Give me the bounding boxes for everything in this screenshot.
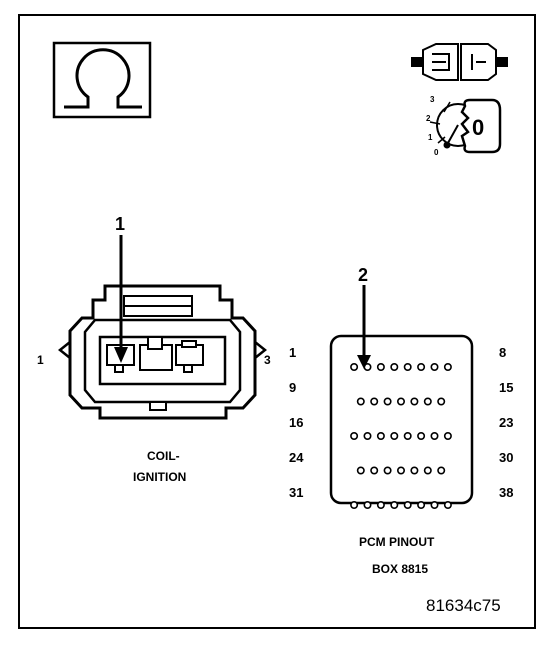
coil-caption-line2: IGNITION <box>133 470 187 484</box>
pcm-pin-hole <box>396 466 405 475</box>
pcm-pin-hole <box>403 431 412 440</box>
pcm-pin-hole <box>410 466 419 475</box>
pcm-pin-hole <box>356 466 365 475</box>
pcm-pin-hole <box>383 397 392 406</box>
pcm-pin-hole <box>423 397 432 406</box>
pcm-pin-hole <box>370 397 379 406</box>
pcm-right-pin-8: 8 <box>499 345 507 360</box>
coil-pin-3-label: 3 <box>264 353 271 367</box>
pcm-pin-hole <box>443 362 452 371</box>
pcm-pin-hole <box>403 500 412 509</box>
pcm-pin-hole <box>383 466 392 475</box>
pcm-pin-hole <box>350 500 359 509</box>
coil-pin-1-label: 1 <box>37 353 44 367</box>
callout-1-label: 1 <box>115 214 126 234</box>
pcm-left-pin-9: 9 <box>289 380 297 395</box>
pcm-pin-hole <box>350 431 359 440</box>
pcm-pin-hole <box>417 500 426 509</box>
pcm-pin-hole <box>390 500 399 509</box>
pcm-pin-hole <box>437 397 446 406</box>
callout-1-arrow <box>114 235 128 363</box>
pcm-pin-hole <box>410 397 419 406</box>
pcm-pin-hole <box>403 362 412 371</box>
pcm-caption-line1: PCM PINOUT <box>359 535 435 549</box>
pcm-pin-hole <box>430 362 439 371</box>
callout-2-arrow <box>357 285 371 369</box>
pcm-pin-hole <box>437 466 446 475</box>
key-position-0: 0 <box>434 148 439 157</box>
figure-frame <box>18 14 536 629</box>
pcm-left-pin-24: 24 <box>289 450 304 465</box>
pcm-pin-hole <box>430 431 439 440</box>
pcm-left-pin-31: 31 <box>289 485 304 500</box>
pcm-right-pin-30: 30 <box>499 450 514 465</box>
pcm-pin-hole <box>417 431 426 440</box>
key-position-3: 3 <box>430 95 435 104</box>
pcm-pin-hole <box>396 397 405 406</box>
connector-plug-icon <box>411 43 508 81</box>
pcm-pin-hole <box>356 397 365 406</box>
pcm-right-pin-23: 23 <box>499 415 514 430</box>
pcm-pin-hole <box>376 362 385 371</box>
pcm-pin-hole <box>370 466 379 475</box>
pcm-pin-hole <box>350 362 359 371</box>
callout-2-label: 2 <box>358 265 369 285</box>
pcm-pin-hole <box>430 500 439 509</box>
pcm-pin-hole <box>390 431 399 440</box>
pcm-pin-hole <box>376 431 385 440</box>
pcm-pin-hole <box>363 500 372 509</box>
pcm-pinout-box <box>329 334 474 509</box>
coil-caption-line1: COIL- <box>147 449 180 463</box>
pcm-pin-hole <box>417 362 426 371</box>
key-label: 0 <box>472 115 485 140</box>
pcm-pin-hole <box>443 431 452 440</box>
pcm-pin-hole <box>390 362 399 371</box>
pcm-right-pin-38: 38 <box>499 485 514 500</box>
pcm-left-pin-16: 16 <box>289 415 304 430</box>
pcm-right-pin-15: 15 <box>499 380 514 395</box>
pcm-caption-line2: BOX 8815 <box>372 562 429 576</box>
ignition-key-switch-icon <box>429 98 502 154</box>
key-position-1: 1 <box>428 133 433 142</box>
pcm-pin-hole <box>423 466 432 475</box>
coil-ignition-connector <box>57 284 268 420</box>
pcm-left-pin-1: 1 <box>289 345 297 360</box>
pcm-pin-hole <box>363 431 372 440</box>
key-position-2: 2 <box>426 114 431 123</box>
pcm-pin-hole <box>443 500 452 509</box>
figure-code: 81634c75 <box>426 596 501 615</box>
pcm-pin-hole <box>376 500 385 509</box>
ohm-symbol-icon <box>52 41 152 119</box>
